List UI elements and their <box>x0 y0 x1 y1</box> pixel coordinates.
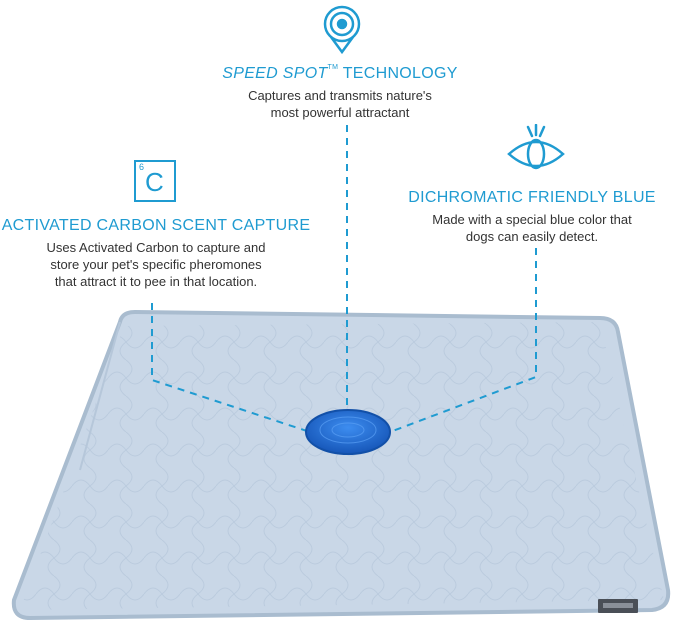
blue-title: DICHROMATIC FRIENDLY BLUE <box>408 189 656 206</box>
feature-activated-carbon: ACTIVATED CARBON SCENT CAPTURE Uses Acti… <box>0 217 312 290</box>
carbon-title: ACTIVATED CARBON SCENT CAPTURE <box>1 217 311 234</box>
feature-speed-spot: SPEED SPOTTM TECHNOLOGY Captures and tra… <box>190 64 490 121</box>
speed-spot-description: Captures and transmits nature's most pow… <box>248 88 432 120</box>
carbon-description: Uses Activated Carbon to capture and sto… <box>46 240 266 289</box>
blue-description: Made with a special blue color that dogs… <box>432 212 632 244</box>
speed-spot-title: SPEED SPOTTM TECHNOLOGY <box>222 64 458 82</box>
carbon-element-icon: 6 C <box>134 160 176 202</box>
carbon-atomic-number: 6 <box>139 162 145 172</box>
location-target-icon <box>323 5 361 55</box>
feature-dichromatic-blue: DICHROMATIC FRIENDLY BLUE Made with a sp… <box>392 189 672 245</box>
carbon-symbol: C <box>145 167 164 197</box>
eye-icon <box>507 124 565 170</box>
connector-lines <box>151 125 537 433</box>
